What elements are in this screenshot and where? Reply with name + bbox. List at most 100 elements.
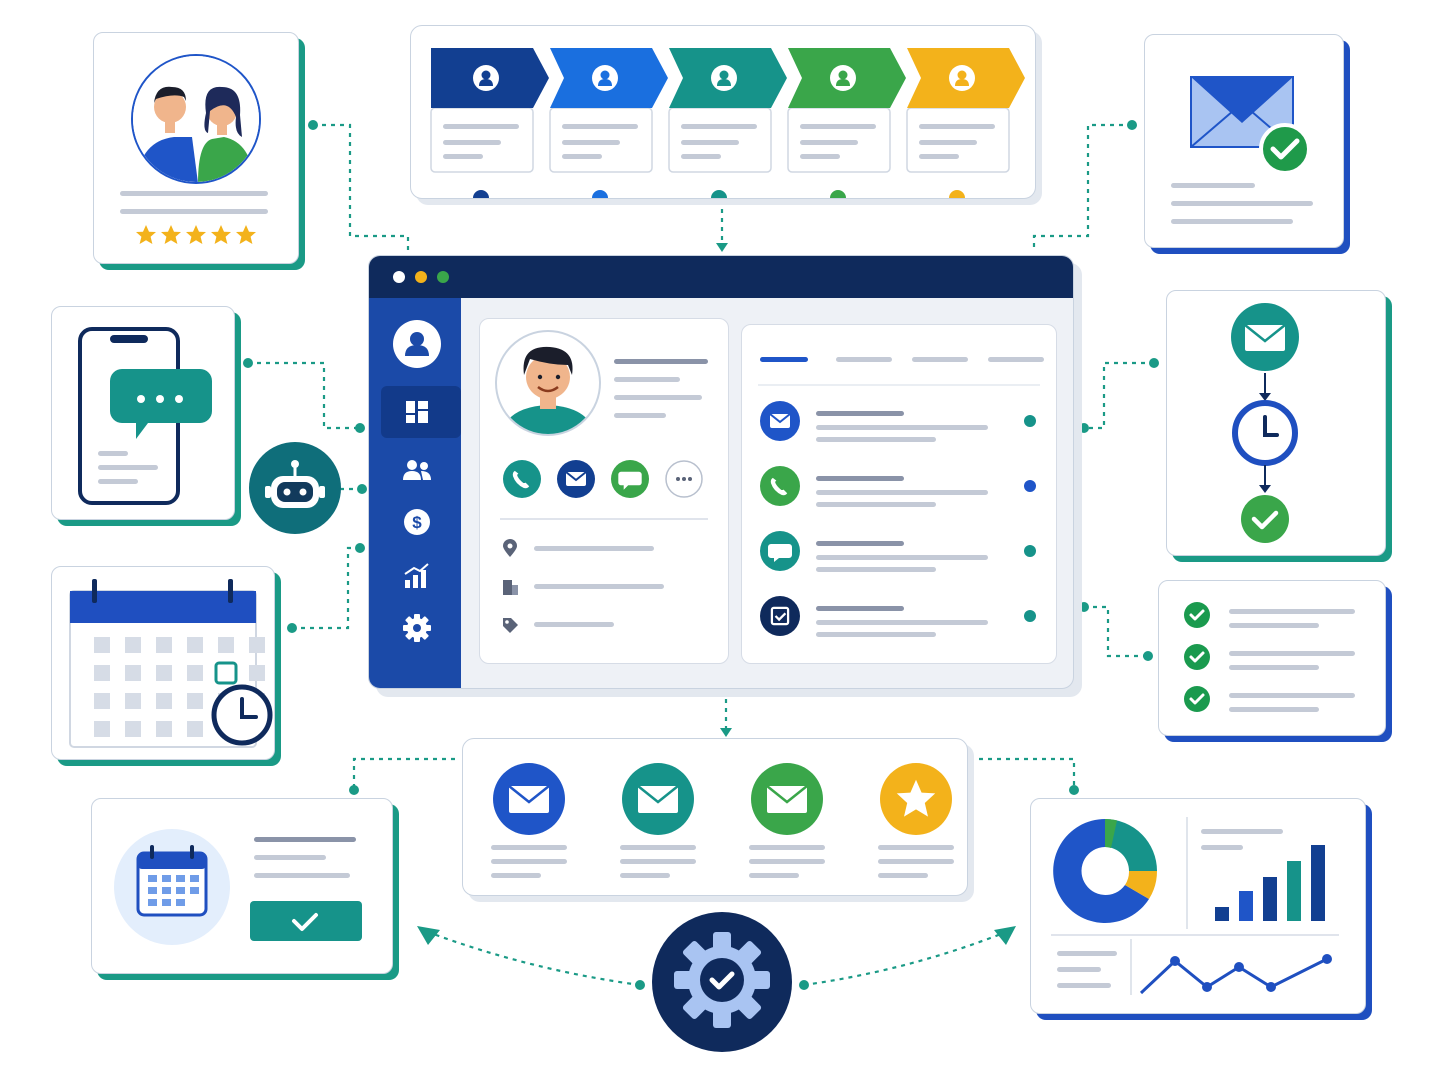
calendar-day[interactable]	[156, 693, 172, 709]
activity-tab[interactable]	[912, 357, 968, 362]
sequence-step[interactable]	[491, 763, 567, 878]
calendar-day[interactable]	[94, 721, 110, 737]
contact-action-buttons	[503, 460, 703, 633]
activity-timeline-panel	[741, 324, 1057, 664]
user-icon	[711, 65, 737, 91]
analytics-report-card	[1030, 798, 1366, 1014]
calendar-day[interactable]	[187, 665, 203, 681]
activity-tab[interactable]	[836, 357, 892, 362]
phone-icon	[770, 477, 788, 496]
sidebar-item-user-avatar[interactable]	[393, 320, 441, 368]
calendar-day[interactable]	[125, 665, 141, 681]
mail-icon	[565, 471, 587, 486]
sequence-step[interactable]	[620, 763, 696, 878]
stage-indicator-dot	[473, 190, 489, 198]
checklist	[1184, 602, 1355, 712]
mail-action-button[interactable]	[557, 460, 595, 498]
more-action-button[interactable]	[665, 460, 703, 498]
sidebar-item-dollar[interactable]: $	[404, 509, 430, 535]
calendar-day[interactable]	[94, 665, 110, 681]
calendar-day[interactable]	[125, 693, 141, 709]
star-icon	[211, 225, 231, 244]
sequence-step[interactable]	[878, 763, 954, 878]
calendar-scheduling-card	[51, 566, 275, 760]
pipeline-stage[interactable]	[430, 48, 549, 173]
calendar-day[interactable]	[156, 665, 172, 681]
pipeline-stage[interactable]	[787, 48, 906, 173]
chatbot-icon[interactable]	[247, 440, 343, 536]
contact-profile-panel	[479, 318, 729, 664]
sidebar-item-settings[interactable]	[403, 614, 431, 642]
calendar-day[interactable]	[187, 721, 203, 737]
more-icon	[676, 477, 692, 481]
window-control-dot[interactable]	[437, 271, 449, 283]
sidebar-item-dashboard[interactable]	[381, 386, 461, 438]
checklist-item[interactable]	[1184, 602, 1355, 628]
calendar-day[interactable]	[187, 637, 203, 653]
activity-tab[interactable]	[988, 357, 1044, 362]
activity-item[interactable]	[760, 531, 1036, 572]
crm-app-window: $	[368, 255, 1074, 689]
contact-detail-row	[503, 539, 654, 557]
contact-avatar	[495, 330, 708, 520]
window-control-dot[interactable]	[393, 271, 405, 283]
activity-item[interactable]	[760, 596, 1036, 637]
window-titlebar	[369, 256, 1073, 298]
calendar-day[interactable]	[218, 637, 234, 653]
calendar-day[interactable]	[94, 693, 110, 709]
automation-gear-icon[interactable]	[650, 910, 794, 1054]
customers-icon	[131, 54, 261, 184]
calendar-day[interactable]	[94, 637, 110, 653]
window-control-dot[interactable]	[415, 271, 427, 283]
contacts-icon	[403, 460, 431, 480]
app-sidebar: $	[369, 298, 461, 688]
sidebar-item-analytics[interactable]	[404, 563, 429, 588]
sidebar-item-contacts[interactable]	[403, 460, 431, 480]
calendar-day[interactable]	[249, 637, 265, 653]
pipeline-stage[interactable]	[549, 48, 668, 173]
user-icon	[592, 65, 618, 91]
automation-workflow-card	[1166, 290, 1386, 556]
calendar-day[interactable]	[125, 721, 141, 737]
contact-detail-row	[503, 618, 614, 633]
pipeline-stage[interactable]	[668, 48, 787, 173]
task-checklist-card	[1158, 580, 1386, 736]
status-dot	[1024, 415, 1036, 427]
company-icon	[503, 580, 518, 595]
chat-action-button[interactable]	[611, 460, 649, 498]
stage-indicator-dot	[830, 190, 846, 198]
checklist-item[interactable]	[1184, 686, 1355, 712]
user-icon	[830, 65, 856, 91]
calendar-day[interactable]	[249, 665, 265, 681]
phone-icon	[512, 470, 530, 489]
dollar-icon: $	[404, 509, 430, 535]
workflow-steps	[1231, 303, 1299, 543]
activity-item[interactable]	[760, 401, 1036, 442]
calendar-day[interactable]	[156, 637, 172, 653]
settings-icon	[403, 614, 431, 642]
checklist-item[interactable]	[1184, 644, 1355, 670]
calendar-day[interactable]	[125, 637, 141, 653]
phone-action-button[interactable]	[503, 460, 541, 498]
selected-date[interactable]	[214, 661, 238, 685]
calendar-clock-icon	[69, 579, 273, 748]
sequence-step[interactable]	[749, 763, 825, 878]
status-dot	[1024, 610, 1036, 622]
svg-text:$: $	[412, 513, 422, 532]
activity-item[interactable]	[760, 466, 1036, 507]
user-avatar-icon	[393, 320, 441, 368]
user-icon	[473, 65, 499, 91]
calendar-day[interactable]	[156, 721, 172, 737]
clock-icon	[211, 684, 273, 746]
user-icon	[949, 65, 975, 91]
status-dot	[1024, 480, 1036, 492]
calendar-day[interactable]	[187, 693, 203, 709]
activity-list	[758, 357, 1044, 637]
analytics-icon	[404, 563, 429, 588]
email-confirmation-card	[1144, 34, 1344, 248]
mail-icon	[508, 785, 550, 813]
tag-icon	[503, 618, 518, 633]
contact-detail-row	[503, 580, 664, 595]
pipeline-stage[interactable]	[906, 48, 1025, 173]
activity-tab[interactable]	[760, 357, 808, 362]
